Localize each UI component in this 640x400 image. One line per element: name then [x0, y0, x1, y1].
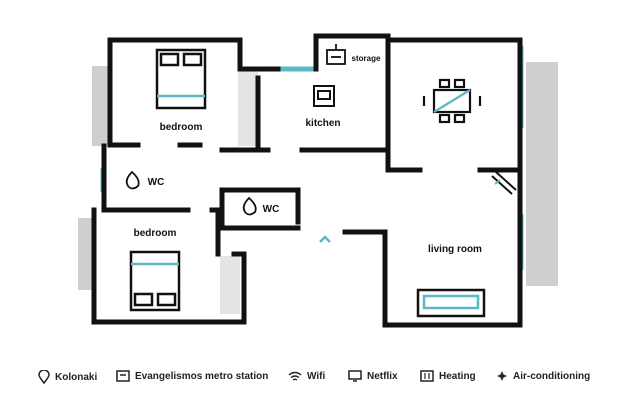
balcony-left-top	[92, 66, 110, 146]
room-label-kitchen: kitchen	[305, 118, 340, 129]
room-label-wc-left: WC	[148, 177, 165, 188]
air-conditioning-icon	[497, 371, 507, 381]
legend-item-heating: Heating	[420, 370, 476, 382]
storage-icon	[326, 44, 346, 65]
balcony-right	[526, 62, 558, 286]
legend-item-air-conditioning: Air-conditioning	[496, 370, 590, 382]
bed-icon-bottom	[129, 250, 181, 312]
legend-label: Wifi	[307, 370, 326, 382]
room-label-storage: storage	[352, 54, 381, 63]
amenities-legend: Kolonaki Evangelismos metro station Wifi…	[0, 364, 640, 392]
air-conditioner-icon	[491, 171, 517, 195]
room-label-bedroom-top: bedroom	[160, 122, 203, 133]
room-label-wc-center: WC	[263, 204, 280, 215]
toilet-icon-center	[242, 196, 257, 216]
legend-label: Evangelismos metro station	[135, 370, 269, 382]
bed-icon	[155, 48, 207, 110]
door-swing-top	[238, 70, 258, 146]
balcony-left-bottom	[78, 218, 94, 290]
dining-table-icon	[422, 78, 482, 124]
door-swing-bottom	[220, 256, 240, 314]
wifi-icon	[288, 371, 302, 381]
legend-label: Netflix	[367, 370, 398, 382]
room-label-bedroom-bottom: bedroom	[134, 228, 177, 239]
sofa-icon	[416, 288, 486, 318]
legend-label: Air-conditioning	[513, 370, 591, 382]
legend-label: Heating	[439, 370, 476, 382]
entrance-arrow-icon	[319, 235, 331, 243]
legend-item-metro: Evangelismos metro station	[116, 370, 268, 382]
legend-label: Kolonaki	[55, 371, 98, 383]
location-pin-icon	[38, 370, 50, 384]
metro-station-icon	[116, 370, 130, 382]
floor-plan: bedroom kitchen storage WC WC bedroom li…	[78, 33, 558, 328]
toilet-icon	[125, 170, 140, 190]
legend-item-wifi: Wifi	[288, 370, 325, 382]
legend-item-kolonaki: Kolonaki	[38, 370, 97, 384]
legend-item-netflix: Netflix	[348, 370, 398, 382]
stove-icon	[313, 85, 335, 107]
walls	[91, 33, 523, 328]
room-label-living-room: living room	[428, 244, 482, 255]
radiator-icon	[420, 370, 434, 382]
tv-icon	[348, 370, 362, 382]
